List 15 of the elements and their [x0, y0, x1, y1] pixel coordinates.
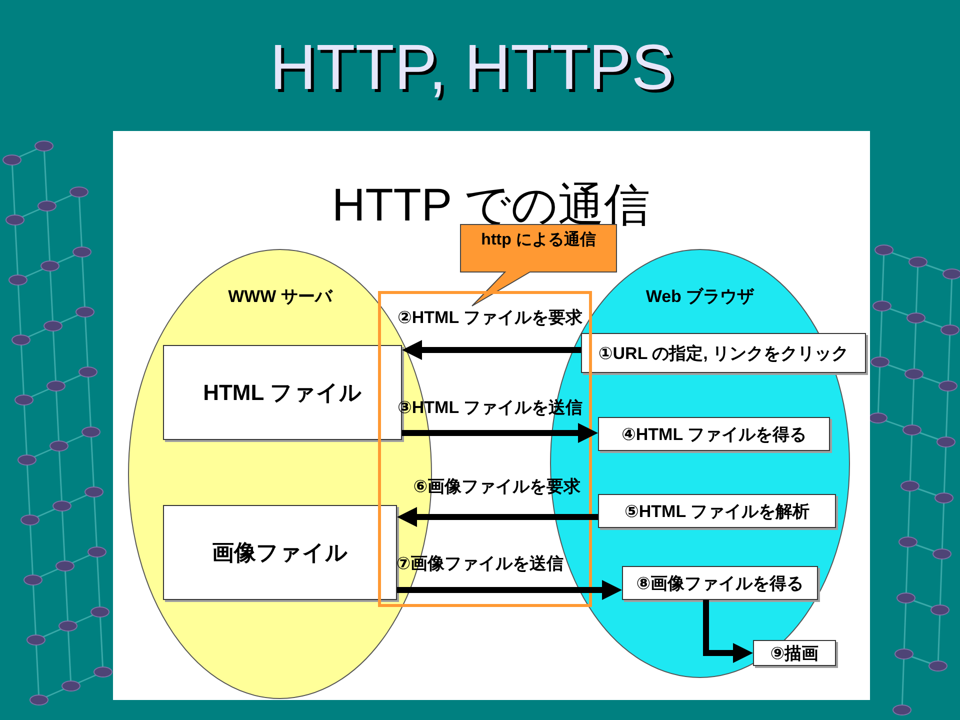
- step-box: 画像ファイル: [163, 505, 397, 600]
- step-box: ⑨描画: [753, 640, 836, 666]
- region-heading: WWW サーバ: [228, 287, 332, 307]
- step-box: ⑤HTML ファイルを解析: [598, 494, 836, 528]
- step-box: ④HTML ファイルを得る: [598, 417, 830, 451]
- step-box: ⑧画像ファイルを得る: [622, 566, 818, 600]
- speech-callout: http による通信: [460, 224, 617, 306]
- arrow: [397, 507, 598, 527]
- region-heading: Web ブラウザ: [646, 287, 754, 307]
- edge-label: ②HTML ファイルを要求: [397, 308, 583, 328]
- slide-title: HTTP, HTTPS: [270, 35, 674, 99]
- arrow: [703, 600, 753, 663]
- arrow: [402, 340, 581, 360]
- step-box: ①URL の指定, リンクをクリック: [581, 333, 866, 373]
- arrow: [397, 580, 622, 600]
